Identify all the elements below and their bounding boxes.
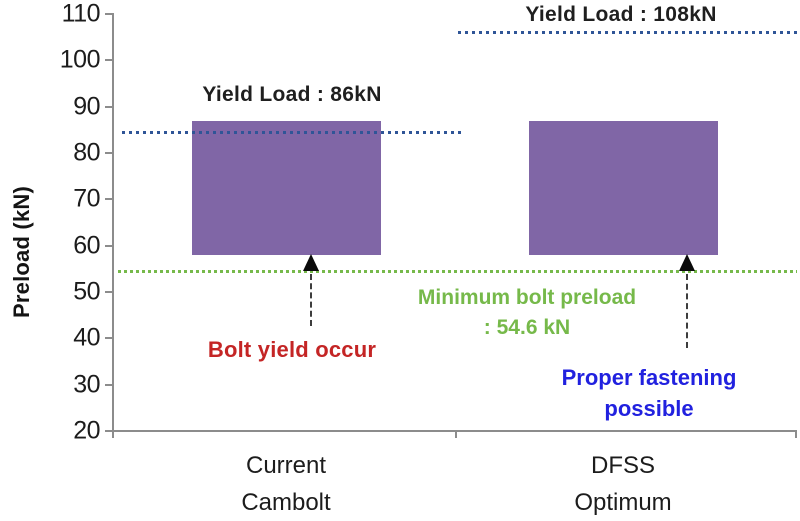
proper-fastening-arrow-tail: [686, 274, 688, 348]
yield-load-dfss-line: [458, 31, 797, 35]
proper-fastening-label-line2: possible: [604, 396, 694, 421]
y-axis-tick-label: 100: [59, 45, 101, 74]
y-axis-tick: [105, 244, 113, 247]
y-axis-tick: [105, 105, 113, 108]
bolt-yield-label: Bolt yield occur: [207, 337, 377, 362]
x-axis-line: [112, 430, 797, 432]
proper-fastening-arrow-icon: [679, 254, 695, 271]
x-axis-tick-left: [112, 432, 114, 438]
y-axis-tick-label: 60: [73, 231, 100, 260]
y-axis-tick-label: 30: [73, 370, 100, 399]
y-axis-tick: [105, 13, 113, 15]
y-axis-tick: [105, 59, 113, 62]
y-axis-tick: [105, 383, 113, 386]
yield-load-current-line: [122, 130, 465, 134]
min-preload-label-line2: : 54.6 kN: [483, 316, 571, 339]
y-axis-tick-label: 70: [73, 184, 100, 213]
minimum-preload-line: [118, 269, 797, 273]
y-axis-tick: [105, 152, 113, 154]
y-axis-tick-label: 40: [73, 323, 100, 352]
proper-fastening-label-line1: Proper fastening: [561, 365, 737, 390]
x-category-label-line: Optimum: [574, 489, 672, 516]
y-axis-tick-label: 50: [73, 277, 100, 306]
y-axis-tick-label: 90: [73, 92, 100, 121]
x-axis-tick-right: [795, 432, 797, 438]
y-axis-tick-label: 80: [73, 138, 100, 167]
x-category-label-line: DFSS: [590, 452, 656, 479]
bolt-yield-arrow-tail: [310, 274, 312, 326]
x-axis-tick-middle: [455, 432, 457, 438]
y-axis-tick: [105, 198, 113, 201]
y-axis-tick: [105, 291, 113, 293]
y-axis-tick: [105, 337, 113, 340]
proper-fastening-label: Proper fastening possible: [562, 362, 737, 424]
x-category-label-line: Cambolt: [241, 489, 331, 516]
y-axis-tick-label: 110: [61, 0, 101, 28]
y-axis-tick-label: 20: [73, 416, 100, 445]
y-axis-line: [112, 13, 114, 438]
x-category-label-dfss-optimum: DFSS Optimum: [574, 447, 671, 521]
x-category-label-line: Current: [245, 452, 327, 479]
yield-load-dfss-label: Yield Load : 108kN: [525, 3, 717, 26]
bar-current-cambolt: [191, 120, 381, 255]
min-preload-label-line1: Minimum bolt preload: [417, 286, 637, 309]
min-preload-label: Minimum bolt preload : 54.6 kN: [418, 283, 636, 343]
y-axis-tick: [105, 430, 113, 432]
bolt-yield-arrow-icon: [303, 254, 319, 271]
bar-dfss-optimum: [528, 120, 718, 255]
yield-load-current-label: Yield Load : 86kN: [202, 83, 382, 106]
